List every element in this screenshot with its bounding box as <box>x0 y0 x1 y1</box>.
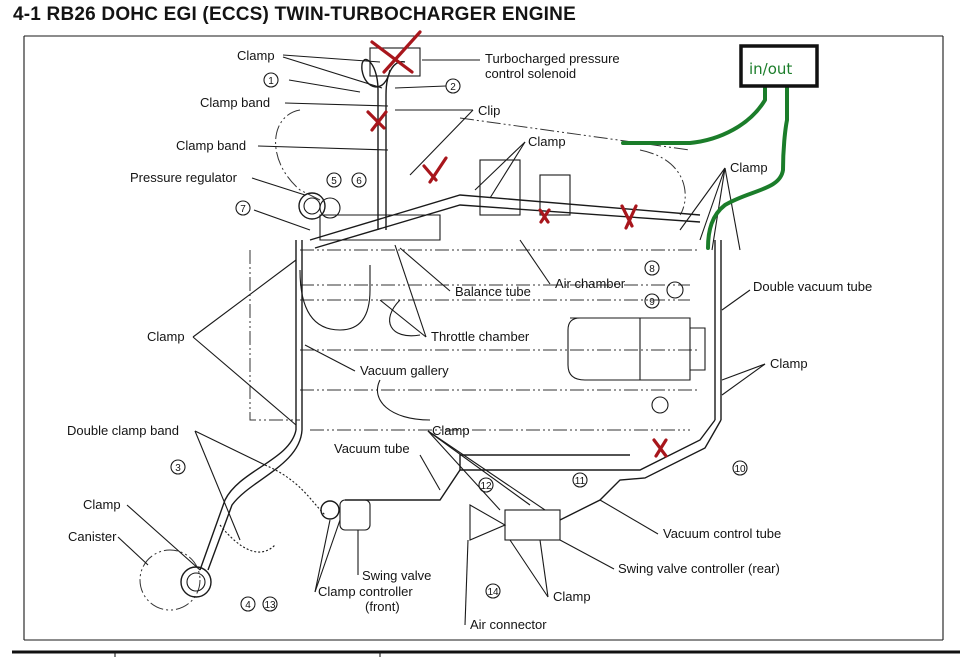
red-x-lower-right <box>652 438 668 458</box>
red-x-air-chamber-1 <box>538 208 551 224</box>
label-swing-valve-front-2: Clamp controller <box>318 584 413 599</box>
figure-frame <box>12 35 960 657</box>
in-out-label: in/out <box>749 60 792 78</box>
svg-text:5: 5 <box>331 176 337 187</box>
label-vacuum-gallery: Vacuum gallery <box>360 363 449 378</box>
label-clamp-band-2: Clamp band <box>176 138 246 153</box>
red-x-marks <box>366 30 668 458</box>
in-out-annotation: in/out <box>621 44 819 250</box>
svg-text:1: 1 <box>268 76 274 87</box>
label-clamp-bottom: Clamp <box>553 589 591 604</box>
green-hose-1 <box>621 83 767 145</box>
label-clamp-mid: Clamp <box>528 134 566 149</box>
callout-4: 4 <box>240 596 256 612</box>
svg-text:9: 9 <box>649 297 655 308</box>
label-clamp-right-mid: Clamp <box>770 356 808 371</box>
leader-lines <box>117 54 766 626</box>
callout-10: 10 <box>732 460 748 476</box>
labels: Clamp Turbocharged pressure control sole… <box>67 48 872 632</box>
label-pressure-regulator: Pressure regulator <box>130 170 238 185</box>
callout-2: 2 <box>445 78 461 94</box>
svg-text:13: 13 <box>264 600 276 611</box>
svg-text:10: 10 <box>734 464 746 475</box>
label-balance-tube: Balance tube <box>455 284 531 299</box>
label-throttle-chamber: Throttle chamber <box>431 329 530 344</box>
red-x-tube-upper <box>366 110 388 132</box>
svg-text:8: 8 <box>649 264 655 275</box>
callout-9: 9 <box>644 293 660 309</box>
label-swing-valve-front-3: (front) <box>365 599 400 614</box>
in-out-box <box>739 44 819 88</box>
callout-numbers: 1 2 3 4 5 6 7 8 9 10 11 12 13 14 <box>170 72 748 612</box>
green-hose-2 <box>706 83 789 250</box>
callout-6: 6 <box>351 172 367 188</box>
callout-13: 13 <box>262 596 278 612</box>
label-double-clamp-band: Double clamp band <box>67 423 179 438</box>
red-x-solenoid <box>370 30 422 74</box>
callout-1: 1 <box>263 72 279 88</box>
red-x-tube-mid <box>422 156 448 184</box>
label-clamp-lower: Clamp <box>432 423 470 438</box>
callout-3: 3 <box>170 459 186 475</box>
svg-text:11: 11 <box>575 476 586 487</box>
label-clip: Clip <box>478 103 500 118</box>
label-swing-valve-front-1: Swing valve <box>362 568 431 583</box>
svg-text:7: 7 <box>240 204 246 215</box>
svg-text:14: 14 <box>487 587 499 598</box>
label-vacuum-tube: Vacuum tube <box>334 441 410 456</box>
vacuum-tubes <box>139 47 722 611</box>
svg-text:3: 3 <box>175 463 181 474</box>
callout-11: 11 <box>572 472 588 488</box>
label-clamp-bottom-left: Clamp <box>83 497 121 512</box>
label-clamp-band-1: Clamp band <box>200 95 270 110</box>
label-vacuum-control-tube: Vacuum control tube <box>663 526 781 541</box>
label-clamp-right-top: Clamp <box>730 160 768 175</box>
label-double-vacuum-tube: Double vacuum tube <box>753 279 872 294</box>
callout-5: 5 <box>326 172 342 188</box>
label-clamp-top: Clamp <box>237 48 275 63</box>
label-solenoid-2: control solenoid <box>485 66 576 81</box>
label-swing-valve-rear: Swing valve controller (rear) <box>618 561 780 576</box>
svg-text:2: 2 <box>450 82 456 93</box>
red-x-air-chamber-2 <box>620 204 638 230</box>
svg-text:4: 4 <box>245 600 251 611</box>
page-title: 4-1 RB26 DOHC EGI (ECCS) TWIN-TURBOCHARG… <box>13 4 576 25</box>
callout-14: 14 <box>485 583 501 599</box>
callout-7: 7 <box>235 200 251 216</box>
label-air-connector: Air connector <box>470 617 547 632</box>
engine-outline <box>249 109 706 431</box>
label-air-chamber: Air chamber <box>555 276 626 291</box>
svg-text:12: 12 <box>480 481 492 492</box>
callout-12: 12 <box>478 477 494 493</box>
label-clamp-left: Clamp <box>147 329 185 344</box>
label-solenoid-1: Turbocharged pressure <box>485 51 620 66</box>
label-canister: Canister <box>68 529 117 544</box>
svg-text:6: 6 <box>356 176 362 187</box>
callout-8: 8 <box>644 260 660 276</box>
